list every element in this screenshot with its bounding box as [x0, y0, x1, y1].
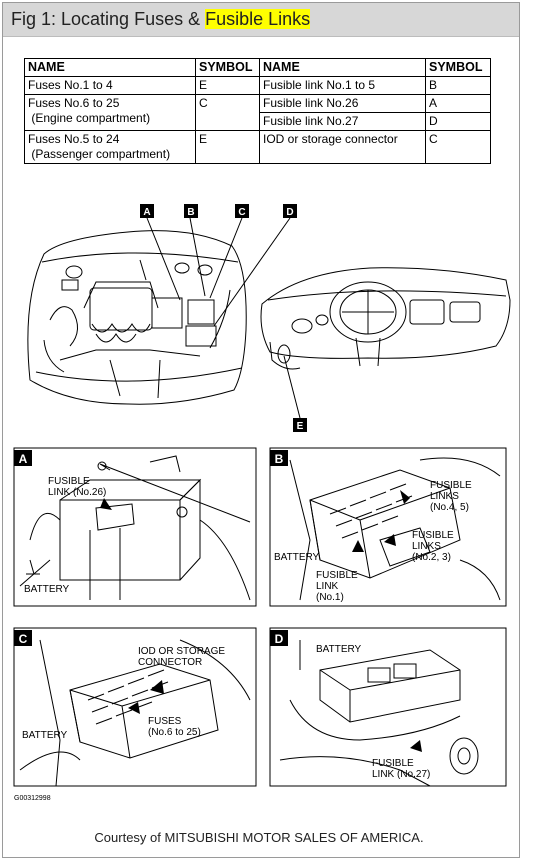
label-fusible-23-line2: LINKS — [412, 541, 441, 552]
callout-box-c — [235, 204, 249, 218]
label-fusible-23-line3: (No.2, 3) — [412, 552, 451, 563]
label-fuses-line2: (No.6 to 25) — [148, 727, 201, 738]
panel-tag-a — [14, 450, 32, 466]
table-cell-symbol: E — [195, 130, 260, 164]
callout-leaders — [146, 217, 301, 419]
label-fusible-45-line2: LINKS — [430, 491, 459, 502]
detail-labels: FUSIBLE LINK (No.26) BATTERY FUSIBLE LIN… — [22, 476, 472, 780]
label-iod-line2: CONNECTOR — [138, 657, 202, 668]
label-battery-c: BATTERY — [22, 730, 68, 741]
callout-letter-e: E — [297, 421, 304, 432]
label-fusible-27-line1: FUSIBLE — [372, 758, 414, 769]
arrow-icon — [150, 680, 164, 694]
table-cell-name-line2: (Engine compartment) — [31, 111, 151, 125]
engine-compartment-illustration — [27, 230, 247, 405]
table-cell-name-line2: (Passenger compartment) — [31, 147, 171, 161]
panel-tags: A B C D — [14, 450, 288, 646]
label-fusible-1-line3: (No.1) — [316, 592, 344, 603]
panel-tag-c — [14, 630, 32, 646]
callout-letter-a: A — [143, 207, 150, 218]
figure-title: Fig 1: Locating Fuses & Fusible Links — [11, 9, 311, 30]
label-fusible-26-line2: LINK (No.26) — [48, 487, 106, 498]
table-cell-symbol: C — [195, 94, 260, 131]
callout-box-e — [293, 418, 307, 432]
panel-letter-b: B — [275, 452, 284, 466]
detail-panel-a — [13, 447, 257, 607]
arrow-icon — [384, 534, 396, 546]
callout-letter-b: B — [187, 207, 194, 218]
detail-panel-d — [269, 627, 507, 787]
label-fusible-45-line1: FUSIBLE — [430, 480, 472, 491]
label-fusible-23-line1: FUSIBLE — [412, 530, 454, 541]
callout-letter-c: C — [238, 207, 245, 218]
callout-letter-d: D — [286, 207, 293, 218]
label-battery-a: BATTERY — [24, 584, 70, 595]
table-cell-name: Fuses No.6 to 25 (Engine compartment) — [24, 94, 196, 131]
arrow-icon — [100, 498, 112, 510]
table-cell-name-line1: Fuses No.6 to 25 — [28, 96, 120, 110]
figure-title-prefix: Fig 1: Locating Fuses & — [11, 9, 206, 29]
callout-box-b — [184, 204, 198, 218]
callout-box-a — [140, 204, 154, 218]
label-fusible-1-line1: FUSIBLE — [316, 570, 358, 581]
label-fusible-45-line3: (No.4, 5) — [430, 502, 469, 513]
arrow-icon — [128, 702, 140, 714]
callout-box-d — [283, 204, 297, 218]
label-fusible-1-line2: LINK — [316, 581, 339, 592]
arrow-icon — [352, 540, 364, 552]
detail-arrows — [100, 490, 422, 752]
table-row: Fuses No.6 to 25 (Engine compartment) C … — [24, 94, 491, 131]
figure-code: G00312998 — [14, 795, 51, 802]
column-header-symbol-right: SYMBOL — [425, 58, 491, 77]
label-fusible-26-line1: FUSIBLE — [48, 476, 90, 487]
table-cell-name: Fusible link No.27 — [259, 112, 426, 131]
label-battery-b: BATTERY — [274, 552, 320, 563]
table-cell-name: IOD or storage connector — [259, 130, 426, 164]
label-fuses-line1: FUSES — [148, 716, 182, 727]
panel-tag-b — [270, 450, 288, 466]
table-cell-name: Fuses No.5 to 24 (Passenger compartment) — [24, 130, 196, 164]
table-row: Fuses No.5 to 24 (Passenger compartment)… — [24, 130, 491, 164]
figure-title-highlight: Fusible Links — [205, 9, 311, 29]
label-battery-d: BATTERY — [316, 644, 362, 655]
arrow-icon — [410, 740, 422, 752]
title-bar: Fig 1: Locating Fuses & Fusible Links — [3, 3, 519, 37]
arrow-icon — [400, 490, 410, 504]
fuse-location-table: NAME SYMBOL NAME SYMBOL Fuses No.1 to 4 … — [24, 58, 491, 164]
table-row: Fusible link No.27 D — [25, 112, 491, 131]
panel-letter-d: D — [275, 632, 284, 646]
panel-tag-d — [270, 630, 288, 646]
table-cell-symbol: C — [425, 130, 491, 164]
panel-letter-c: C — [19, 632, 28, 646]
table-cell-name-line1: Fuses No.5 to 24 — [28, 132, 120, 146]
detail-panel-b — [269, 447, 507, 607]
label-iod-line1: IOD OR STORAGE — [138, 646, 225, 657]
courtesy-credit: Courtesy of MITSUBISHI MOTOR SALES OF AM… — [94, 830, 424, 845]
table-cell-name: Fusible link No.1 to 5 — [259, 76, 426, 95]
panel-letter-a: A — [19, 452, 28, 466]
overview-callouts: A B C D E — [140, 204, 307, 432]
dashboard-illustration — [260, 267, 511, 370]
label-fusible-27-line2: LINK (No.27) — [372, 769, 430, 780]
